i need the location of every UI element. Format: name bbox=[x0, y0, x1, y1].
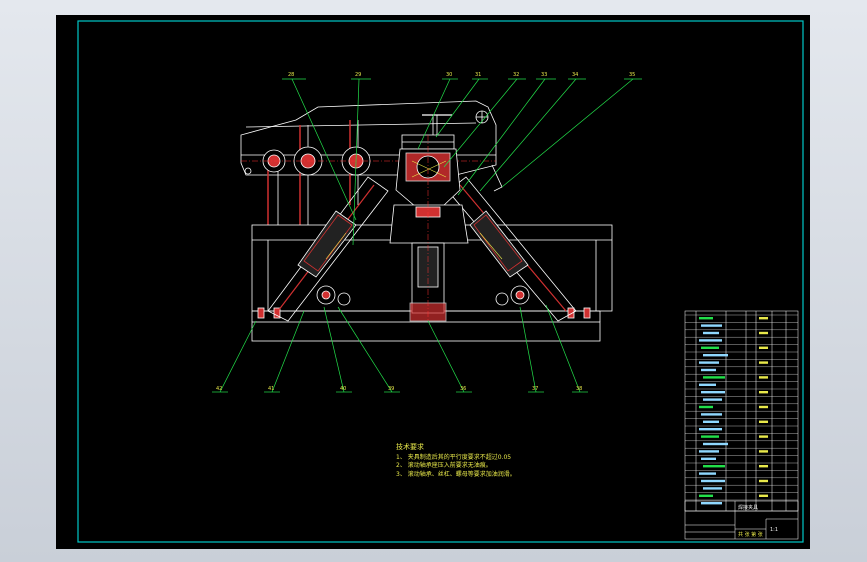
parts-list-entry bbox=[701, 324, 722, 327]
callout-35: 35 bbox=[629, 72, 635, 78]
parts-list-entry bbox=[703, 331, 719, 335]
drawing-sheet: 28 29 30 31 32 33 34 35 36 37 38 39 40 41 42 bbox=[56, 15, 810, 549]
parts-list-qty bbox=[759, 420, 768, 423]
drawing-border bbox=[77, 20, 804, 543]
note-line: 3、 滚动轴承、丝杠、螺母等要求加油润滑。 bbox=[396, 470, 516, 478]
central-clamp bbox=[389, 114, 469, 322]
parts-list-entry bbox=[701, 346, 719, 349]
parts-list-entry bbox=[701, 502, 722, 505]
callout-38: 38 bbox=[576, 386, 582, 392]
parts-list-qty bbox=[759, 376, 768, 379]
parts-list-qty bbox=[759, 494, 768, 497]
parts-list-entry bbox=[699, 383, 716, 386]
parts-list-entry bbox=[699, 317, 713, 320]
parts-list-entry bbox=[703, 376, 725, 379]
parts-list-entry bbox=[701, 457, 716, 460]
parts-list-qty bbox=[759, 465, 768, 468]
callout-41: 41 bbox=[268, 386, 274, 392]
parts-list-qty bbox=[759, 435, 768, 438]
parts-list-qty bbox=[759, 405, 768, 409]
parts-list-entry bbox=[703, 487, 722, 490]
parts-list-entry bbox=[699, 472, 716, 475]
callout-32: 32 bbox=[513, 72, 519, 78]
technical-requirements: 技术要求 1、 夹具制造后其的平行度要求不超过0.05 2、 滚动轴承座压入前要… bbox=[396, 443, 516, 479]
right-arm bbox=[447, 176, 577, 322]
callout-40: 40 bbox=[340, 386, 346, 392]
sheet-label: 共 张 第 张 bbox=[738, 531, 763, 538]
assembly-drawing: 28 29 30 31 32 33 34 35 36 37 38 39 40 41 42 bbox=[77, 20, 804, 543]
parts-list-entry bbox=[703, 442, 728, 446]
note-line: 1、 夹具制造后其的平行度要求不超过0.05 bbox=[396, 453, 512, 461]
callout-39: 39 bbox=[388, 386, 394, 392]
parts-list-qty bbox=[759, 346, 768, 349]
parts-list-entry bbox=[699, 361, 719, 364]
callout-labels: 28 29 30 31 32 33 34 35 36 37 38 39 40 41 42 bbox=[216, 72, 635, 392]
parts-list-qty bbox=[759, 317, 768, 320]
callout-28: 28 bbox=[288, 72, 294, 78]
left-arm bbox=[267, 176, 389, 322]
callout-30: 30 bbox=[446, 72, 452, 78]
title-block bbox=[684, 500, 799, 540]
parts-list-qty bbox=[759, 361, 768, 364]
parts-list-entry bbox=[701, 391, 725, 394]
parts-list-entry bbox=[699, 405, 713, 409]
parts-list-entry bbox=[699, 450, 719, 453]
parts-list-entry bbox=[699, 339, 722, 342]
parts-list-entry bbox=[701, 368, 716, 372]
parts-list-rows bbox=[685, 314, 798, 505]
parts-list-entry bbox=[703, 354, 728, 357]
parts-list-qty bbox=[759, 450, 768, 453]
callout-42: 42 bbox=[216, 386, 222, 392]
parts-list-entry bbox=[701, 413, 722, 416]
note-line: 2、 滚动轴承座压入前要求无油痕。 bbox=[396, 462, 492, 469]
parts-list-entry bbox=[701, 479, 725, 483]
callout-34: 34 bbox=[572, 72, 578, 78]
callout-33: 33 bbox=[541, 72, 547, 78]
drawing-name: 焊接夹具 bbox=[738, 504, 758, 511]
parts-list-entry bbox=[699, 428, 722, 431]
parts-list-entry bbox=[703, 420, 719, 423]
notes-title: 技术要求 bbox=[396, 443, 424, 451]
callout-31: 31 bbox=[475, 72, 481, 78]
callout-37: 37 bbox=[532, 386, 538, 392]
callout-29: 29 bbox=[355, 72, 361, 78]
parts-list-qty bbox=[759, 479, 768, 483]
leader-lines bbox=[212, 78, 642, 393]
parts-list-qty bbox=[759, 331, 768, 335]
parts-list-entry bbox=[701, 435, 719, 438]
parts-list-entry bbox=[703, 398, 722, 401]
callout-36: 36 bbox=[460, 386, 466, 392]
parts-list-qty bbox=[759, 391, 768, 394]
parts-list-entry bbox=[699, 494, 713, 497]
scale-label: 1:1 bbox=[770, 527, 778, 533]
parts-list-entry bbox=[703, 465, 725, 468]
